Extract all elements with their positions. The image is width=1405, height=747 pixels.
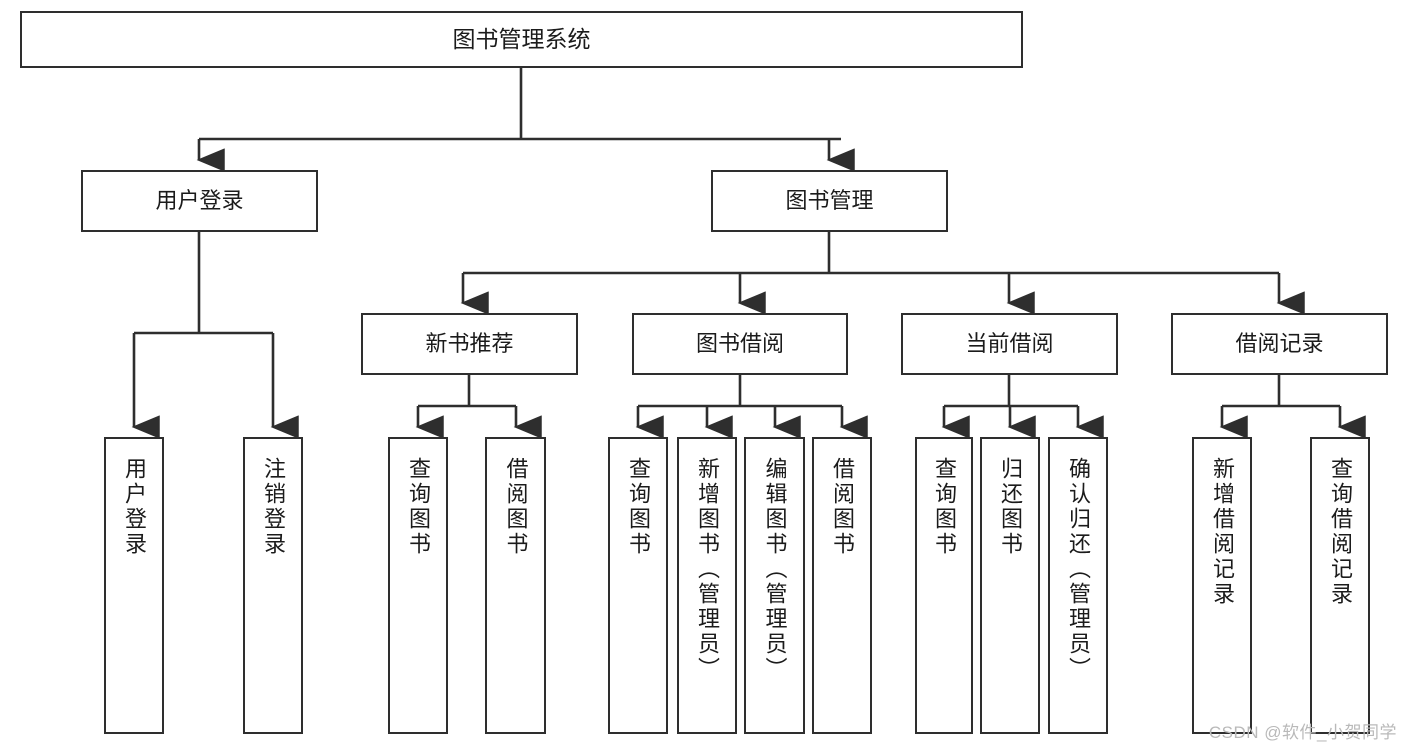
- node-borrow-record[interactable]: 借阅记录: [1171, 313, 1388, 375]
- node-label: 查询借阅记录: [1328, 457, 1353, 607]
- node-label: 图书管理: [785, 187, 874, 213]
- node-leaf-query-record[interactable]: 查询借阅记录: [1310, 437, 1370, 734]
- node-current-borrow[interactable]: 当前借阅: [901, 313, 1118, 375]
- node-label: 确认归还（管理员）: [1066, 457, 1091, 682]
- node-label: 新增图书（管理员）: [695, 457, 720, 682]
- node-book-manage[interactable]: 图书管理: [711, 170, 948, 232]
- node-label: 查询图书: [406, 457, 431, 557]
- node-label: 借阅记录: [1235, 330, 1324, 356]
- node-new-book-recommend[interactable]: 新书推荐: [361, 313, 578, 375]
- node-label: 查询图书: [626, 457, 651, 557]
- node-user-login[interactable]: 用户登录: [81, 170, 318, 232]
- node-leaf-logout[interactable]: 注销登录: [243, 437, 303, 734]
- node-leaf-edit-book[interactable]: 编辑图书（管理员）: [744, 437, 805, 734]
- node-root[interactable]: 图书管理系统: [20, 11, 1023, 68]
- node-leaf-add-book[interactable]: 新增图书（管理员）: [677, 437, 737, 734]
- node-label: 借阅图书: [503, 457, 529, 557]
- node-book-borrow[interactable]: 图书借阅: [632, 313, 848, 375]
- csdn-watermark: CSDN @软件_小贺同学: [1208, 723, 1397, 742]
- node-leaf-add-record[interactable]: 新增借阅记录: [1192, 437, 1252, 734]
- node-label: 编辑图书（管理员）: [762, 457, 788, 682]
- node-label: 用户登录: [155, 187, 244, 213]
- node-leaf-confirm-return[interactable]: 确认归还（管理员）: [1048, 437, 1108, 734]
- node-leaf-borrow-book-2[interactable]: 借阅图书: [812, 437, 872, 734]
- node-label: 图书管理系统: [452, 25, 591, 52]
- node-label: 归还图书: [998, 457, 1023, 557]
- node-leaf-query-book-2[interactable]: 查询图书: [608, 437, 668, 734]
- node-label: 查询图书: [932, 457, 957, 557]
- node-leaf-user-login[interactable]: 用户登录: [104, 437, 164, 734]
- node-leaf-query-book-1[interactable]: 查询图书: [388, 437, 448, 734]
- node-label: 新增借阅记录: [1210, 457, 1235, 607]
- node-label: 用户登录: [122, 457, 147, 557]
- node-label: 当前借阅: [965, 330, 1054, 356]
- node-label: 借阅图书: [830, 457, 855, 557]
- node-leaf-return-book[interactable]: 归还图书: [980, 437, 1040, 734]
- node-leaf-borrow-book-1[interactable]: 借阅图书: [485, 437, 546, 734]
- node-label: 注销登录: [261, 457, 286, 557]
- node-label: 图书借阅: [695, 330, 784, 356]
- node-label: 新书推荐: [425, 330, 514, 356]
- node-leaf-query-book-3[interactable]: 查询图书: [915, 437, 973, 734]
